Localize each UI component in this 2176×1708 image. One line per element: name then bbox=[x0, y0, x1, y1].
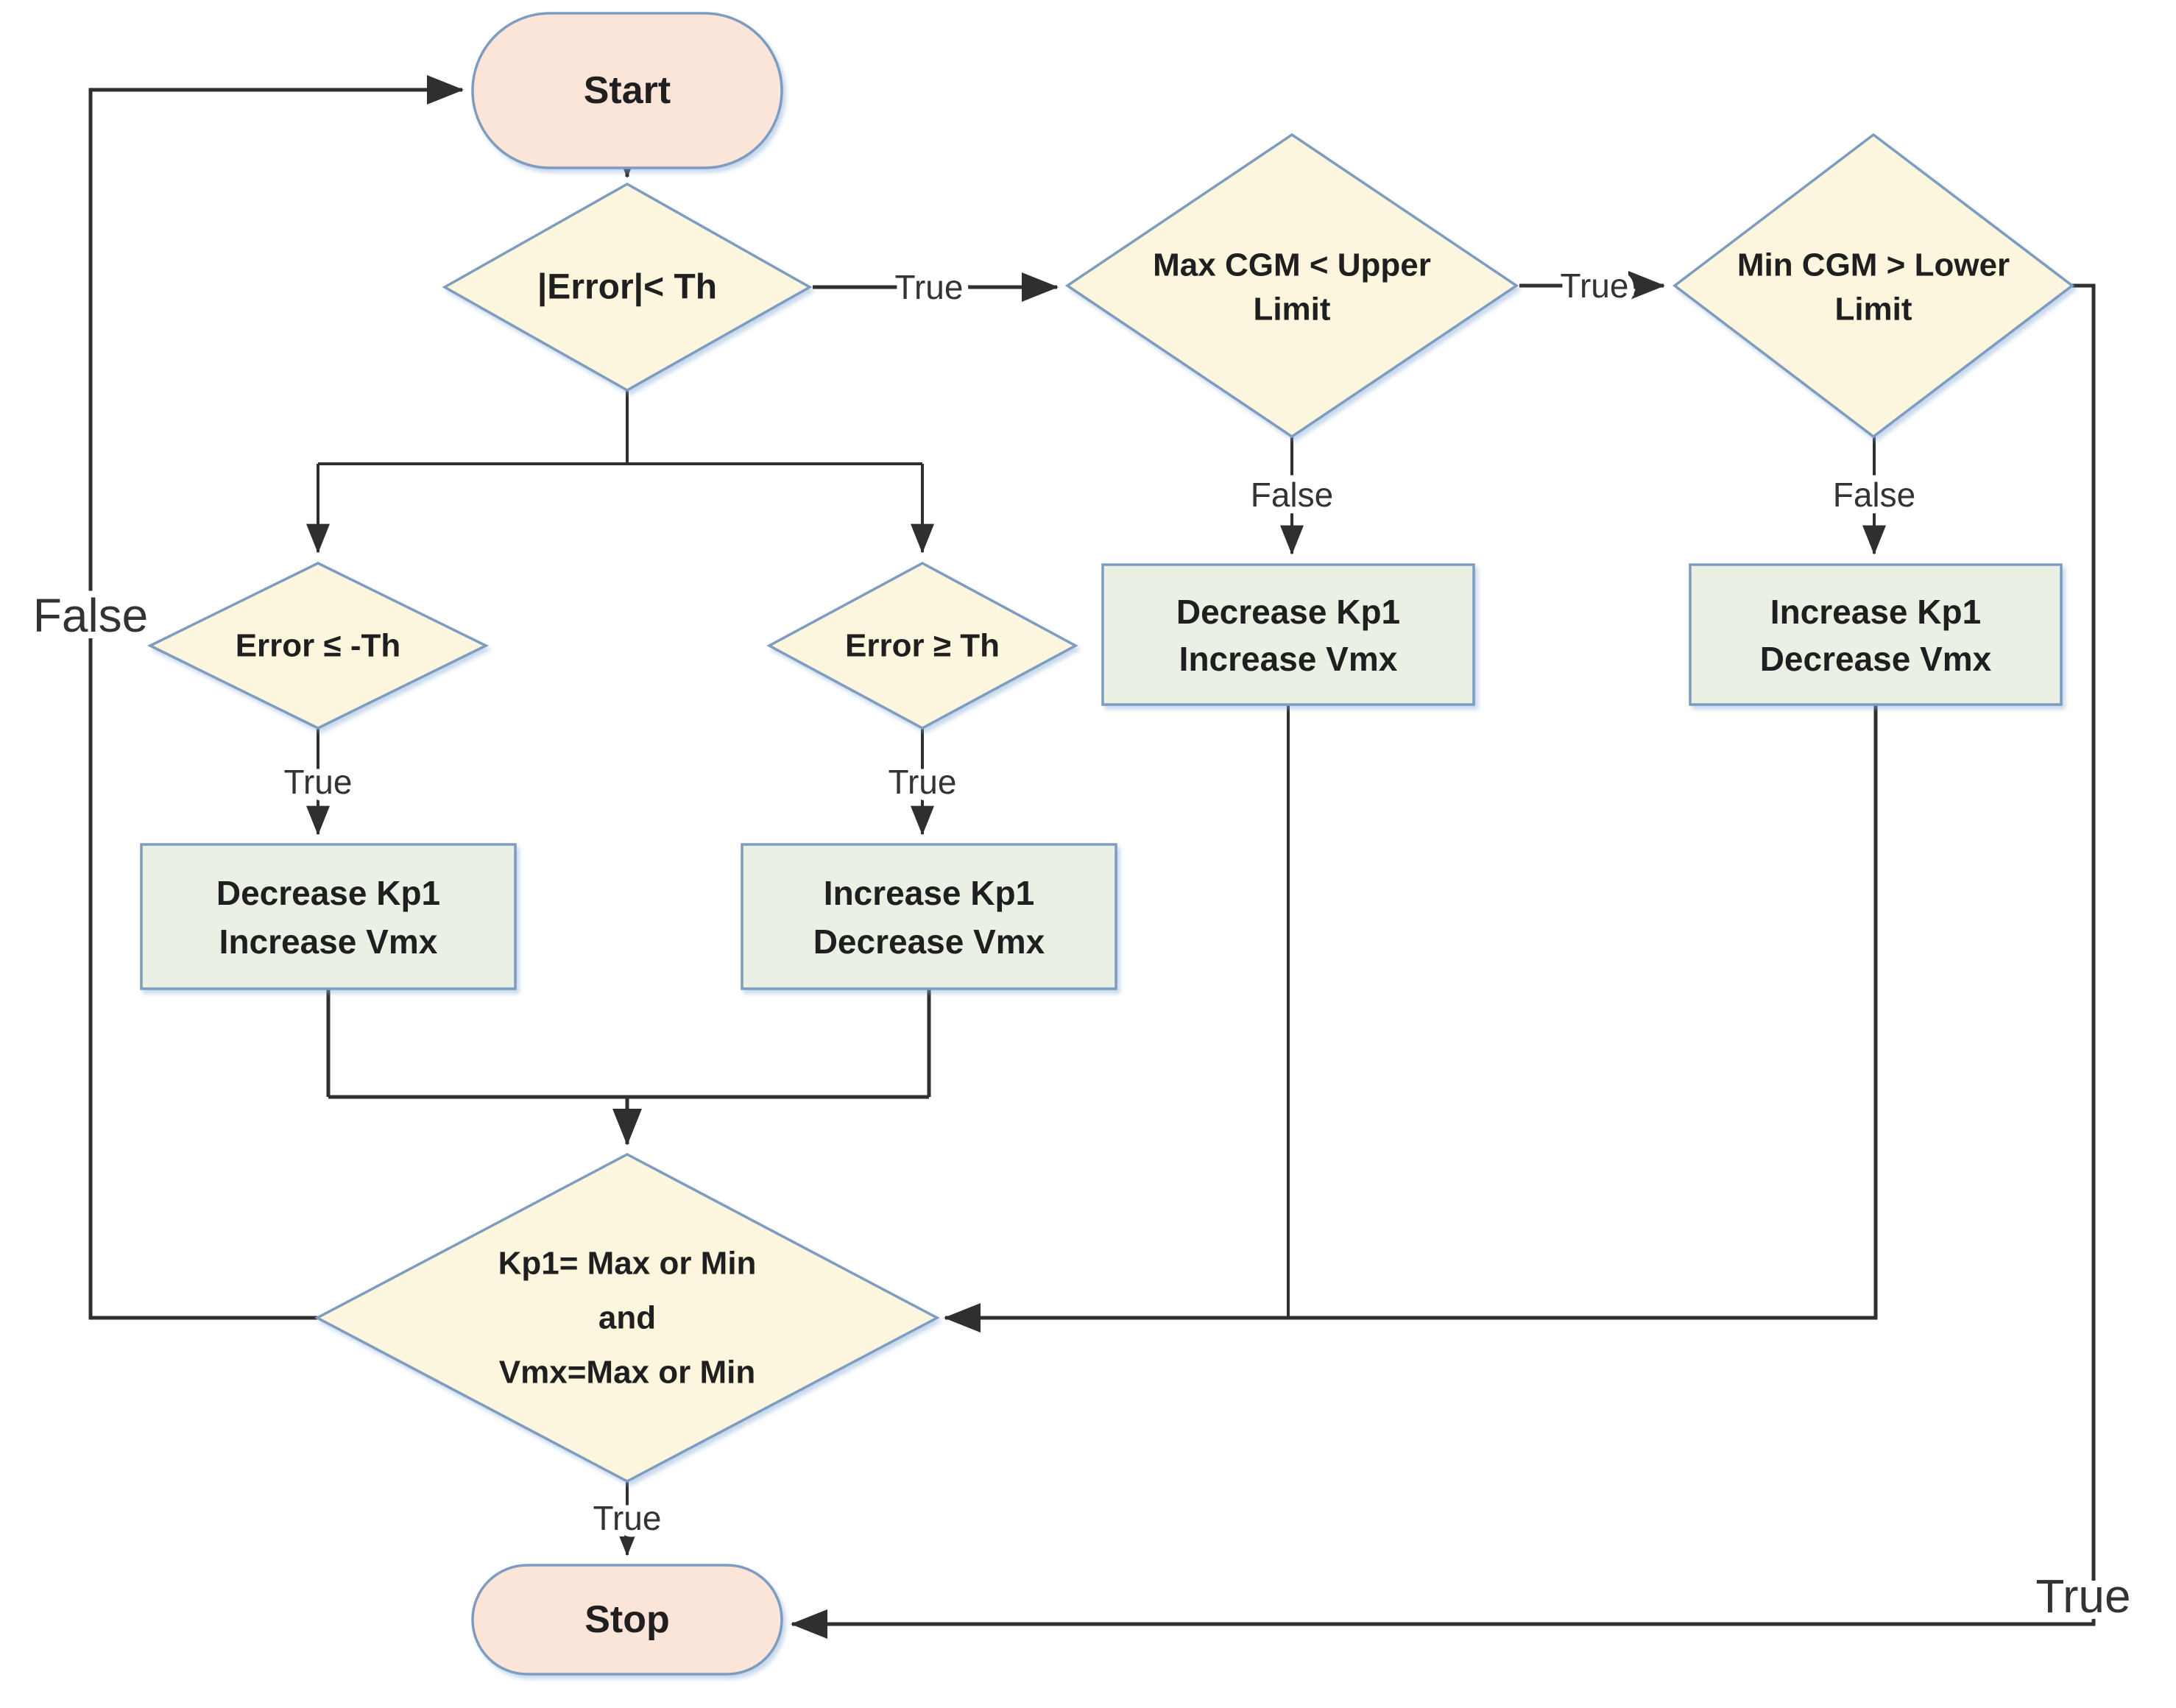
node-decrease-kp1-left: Decrease Kp1 Increase Vmx bbox=[140, 843, 517, 990]
limits-label-line1: Kp1= Max or Min bbox=[498, 1246, 757, 1282]
node-increase-kp1-far-right: Increase Kp1 Decrease Vmx bbox=[1689, 563, 2063, 706]
edge-limits-false-loop bbox=[88, 75, 464, 1320]
node-error-below-check: Error ≤ -Th bbox=[147, 562, 489, 730]
min-cgm-true-label: True bbox=[2035, 1570, 2130, 1623]
abs-error-true-label: True bbox=[895, 268, 964, 306]
limits-label-line2: and bbox=[598, 1300, 656, 1336]
limits-label-line3: Vmx=Max or Min bbox=[499, 1355, 755, 1391]
error-above-label: Error ≥ Th bbox=[845, 628, 1000, 664]
increase-kp1-mid-line1: Increase Kp1 bbox=[824, 874, 1034, 912]
max-cgm-label-line2: Limit bbox=[1253, 292, 1330, 328]
edge-box4-to-limits bbox=[944, 705, 1878, 1333]
min-cgm-false-label: False bbox=[1833, 476, 1915, 514]
node-limits-check: Kp1= Max or Min and Vmx=Max or Min bbox=[314, 1153, 940, 1483]
decrease-kp1-left-process-shape bbox=[140, 843, 517, 990]
edge-min-cgm-true-to-stop bbox=[791, 283, 2096, 1639]
abs-error-decision-shape bbox=[442, 182, 813, 392]
limits-true-label: True bbox=[593, 1499, 662, 1537]
max-cgm-label-line1: Max CGM < Upper bbox=[1153, 247, 1431, 283]
node-decrease-kp1-right: Decrease Kp1 Increase Vmx bbox=[1101, 563, 1475, 706]
stop-label: Stop bbox=[584, 1598, 670, 1641]
decrease-kp1-right-process-shape bbox=[1101, 563, 1475, 706]
start-label: Start bbox=[584, 69, 671, 112]
decrease-kp1-left-line2: Increase Vmx bbox=[219, 922, 438, 961]
increase-kp1-far-right-line2: Decrease Vmx bbox=[1760, 640, 1992, 678]
edge-labels: True True False False True True False Tr… bbox=[27, 260, 2138, 1629]
decrease-kp1-right-line1: Decrease Kp1 bbox=[1176, 593, 1400, 631]
max-cgm-decision-shape bbox=[1064, 133, 1519, 439]
min-cgm-decision-shape bbox=[1672, 133, 2074, 439]
max-cgm-false-label: False bbox=[1251, 476, 1333, 514]
error-below-label: Error ≤ -Th bbox=[236, 628, 401, 664]
edges bbox=[88, 75, 2096, 1639]
max-cgm-true-label: True bbox=[1561, 267, 1629, 305]
error-below-true-label: True bbox=[284, 763, 353, 801]
decrease-kp1-right-line2: Increase Vmx bbox=[1179, 640, 1398, 678]
abs-error-label: |Error|< Th bbox=[537, 268, 717, 307]
min-cgm-label-line2: Limit bbox=[1834, 292, 1912, 328]
error-below-decision-shape bbox=[147, 562, 489, 730]
decrease-kp1-left-line1: Decrease Kp1 bbox=[216, 874, 440, 912]
min-cgm-label-line1: Min CGM > Lower bbox=[1737, 247, 2010, 283]
node-max-cgm-check: Max CGM < Upper Limit bbox=[1064, 133, 1519, 439]
node-min-cgm-check: Min CGM > Lower Limit bbox=[1672, 133, 2074, 439]
error-above-true-label: True bbox=[889, 763, 957, 801]
increase-kp1-far-right-line1: Increase Kp1 bbox=[1770, 593, 1981, 631]
limits-decision-shape bbox=[314, 1153, 940, 1483]
node-error-above-check: Error ≥ Th bbox=[766, 562, 1078, 730]
node-abs-error-check: |Error|< Th bbox=[442, 182, 813, 392]
error-above-decision-shape bbox=[766, 562, 1078, 730]
increase-kp1-mid-process-shape bbox=[741, 843, 1117, 990]
node-stop: Stop bbox=[471, 1564, 783, 1676]
start-terminal-shape bbox=[471, 12, 783, 169]
increase-kp1-far-right-process-shape bbox=[1689, 563, 2063, 706]
stop-terminal-shape bbox=[471, 1564, 783, 1676]
increase-kp1-mid-line2: Decrease Vmx bbox=[813, 922, 1045, 961]
node-increase-kp1-mid: Increase Kp1 Decrease Vmx bbox=[741, 843, 1117, 990]
limits-false-label: False bbox=[33, 589, 149, 642]
node-start: Start bbox=[471, 12, 783, 169]
